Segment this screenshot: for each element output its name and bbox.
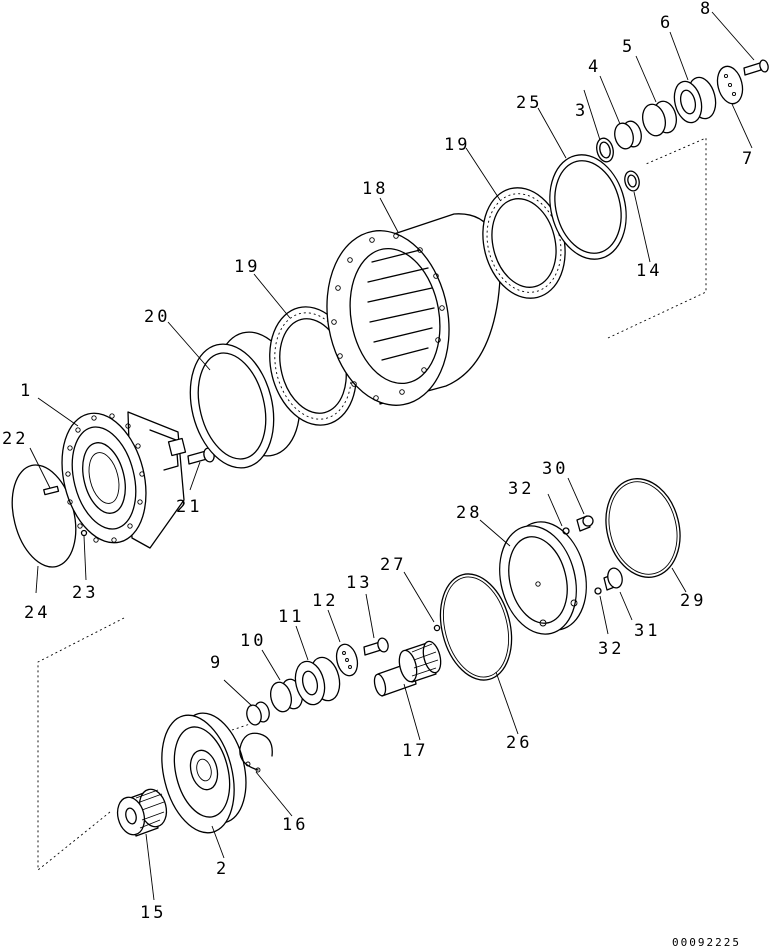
part-31-plug [603, 567, 623, 591]
callout-10: 10 [240, 631, 266, 651]
callout-32-lower: 32 [598, 639, 624, 659]
callout-27: 27 [380, 555, 406, 575]
callout-13: 13 [346, 573, 372, 593]
part-18-drum [326, 213, 501, 406]
part-8-bolt [743, 59, 769, 76]
callout-32-upper: 32 [508, 479, 534, 499]
assembly-guide-lower [37, 617, 125, 871]
part-22-pin [43, 485, 60, 496]
part-30-plug [576, 515, 594, 532]
callout-29: 29 [680, 591, 706, 611]
assembly-guide-upper [607, 137, 707, 339]
callout-21: 21 [176, 497, 202, 517]
callout-8: 8 [700, 0, 713, 19]
callout-7: 7 [742, 149, 755, 169]
axis-guide-lower [231, 723, 251, 731]
callout-19-right: 19 [444, 135, 470, 155]
part-13-bolt [363, 637, 389, 656]
callout-18: 18 [362, 179, 388, 199]
part-14-o-ring [624, 170, 640, 192]
callout-11: 11 [278, 607, 304, 627]
callout-5: 5 [622, 37, 635, 57]
callout-24: 24 [24, 603, 50, 623]
callout-2: 2 [216, 859, 229, 879]
part-5-bearing-race [641, 100, 678, 137]
callout-20: 20 [144, 307, 170, 327]
callout-3: 3 [575, 101, 588, 121]
leader-lines [29, 11, 755, 901]
part-11-bearing [294, 656, 341, 706]
drawing-code: 00092225 [672, 936, 741, 949]
part-15-gear [116, 788, 168, 837]
callout-14: 14 [636, 261, 662, 281]
callout-28: 28 [456, 503, 482, 523]
callout-9: 9 [210, 653, 223, 673]
part-1-housing [61, 411, 187, 549]
part-32-o-ring-lower [594, 587, 602, 595]
callout-19-left: 19 [234, 257, 260, 277]
part-21-bolt [187, 447, 215, 465]
callout-25: 25 [516, 93, 542, 113]
callout-1: 1 [20, 381, 33, 401]
part-28-cover [499, 521, 587, 635]
callout-15: 15 [140, 903, 166, 923]
callout-31: 31 [634, 621, 660, 641]
callout-17: 17 [402, 741, 428, 761]
callout-30: 30 [542, 459, 568, 479]
part-29-o-ring [605, 478, 681, 578]
callout-23: 23 [72, 583, 98, 603]
part-2-carrier [161, 712, 247, 834]
callout-16: 16 [282, 815, 308, 835]
callout-labels: 1 2 3 4 5 6 7 8 9 10 11 12 13 14 15 16 1… [2, 0, 755, 923]
part-16-snap-ring [239, 732, 273, 773]
part-25-ring [549, 154, 627, 260]
part-4-spacer [614, 120, 642, 150]
part-7-cover-plate [716, 65, 744, 105]
callout-26: 26 [506, 733, 532, 753]
part-6-bearing [673, 76, 717, 124]
part-3-ring [596, 137, 614, 163]
part-9-bushing [246, 701, 270, 726]
callout-12: 12 [312, 591, 338, 611]
part-27-ball [433, 624, 441, 632]
callout-22: 22 [2, 429, 28, 449]
part-32-o-ring-upper [562, 527, 570, 535]
part-26-o-ring [439, 573, 513, 681]
part-23-plug [80, 529, 88, 537]
part-12-plate [335, 643, 359, 677]
callout-6: 6 [660, 13, 673, 33]
callout-4: 4 [588, 57, 601, 77]
part-17-shaft [373, 640, 442, 697]
